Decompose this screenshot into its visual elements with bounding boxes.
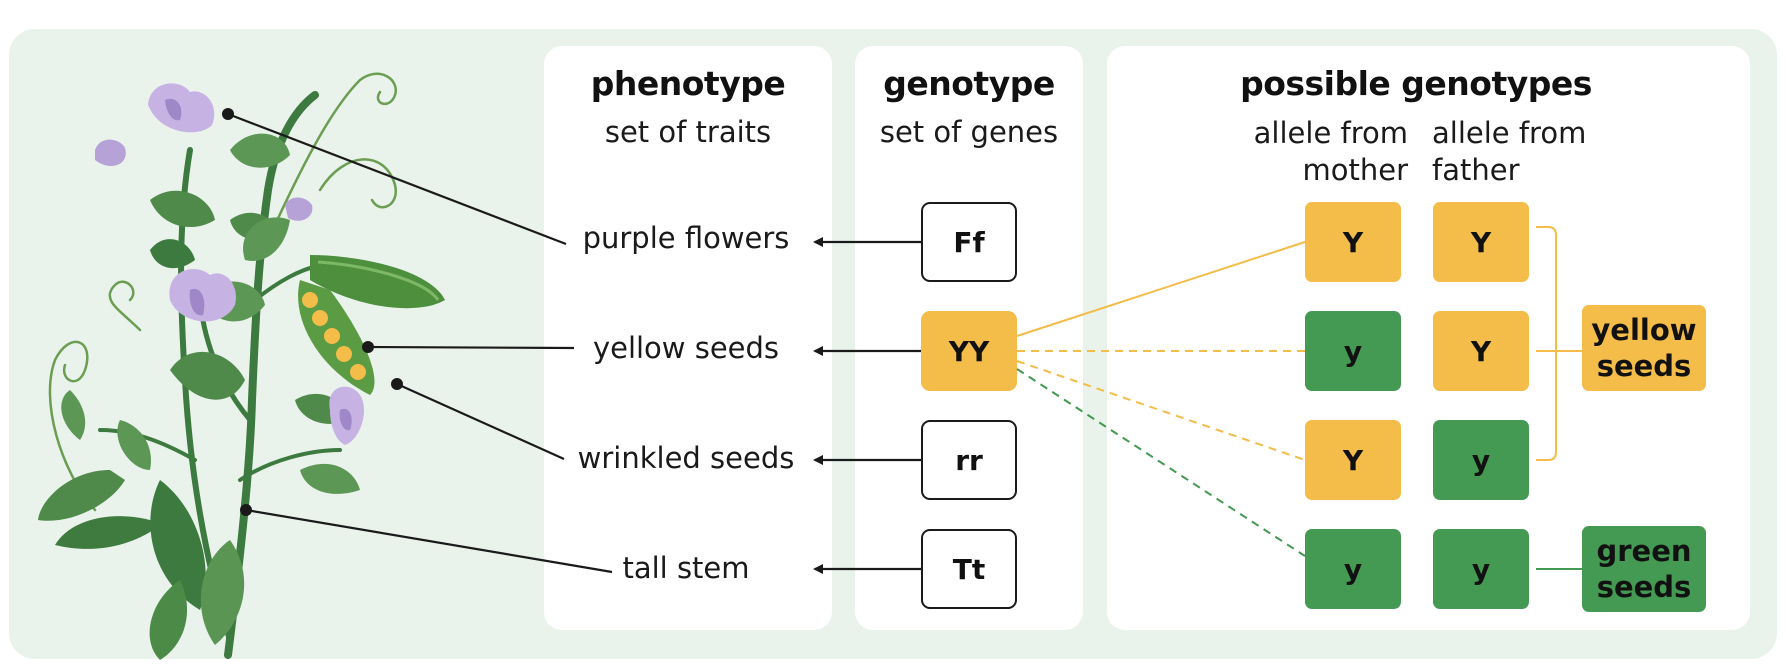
father-allele-row4: y xyxy=(1433,529,1529,609)
phenotype-title: phenotype xyxy=(590,64,786,103)
mother-allele-row2: y xyxy=(1305,311,1401,391)
result-yellow-seeds: yellow seeds xyxy=(1582,305,1706,391)
trait-wrinkled-seeds: wrinkled seeds xyxy=(577,441,795,475)
pea-seed xyxy=(302,292,318,308)
phenotype-panel xyxy=(544,46,832,630)
trait-tall-stem: tall stem xyxy=(622,551,750,585)
result-green-seeds: green seeds xyxy=(1582,526,1706,612)
phenotype-subtitle: set of traits xyxy=(604,115,772,149)
flowers xyxy=(95,83,365,445)
genotype-title: genotype xyxy=(883,64,1055,103)
yellow-bracket xyxy=(1536,226,1582,461)
mother-allele-row1: Y xyxy=(1305,202,1401,282)
father-allele-row1: Y xyxy=(1433,202,1529,282)
trait-yellow-seeds: yellow seeds xyxy=(592,331,780,365)
genotype-box-rr: rr xyxy=(921,420,1017,500)
possible-genotypes-title: possible genotypes xyxy=(1240,64,1592,103)
pea-seed xyxy=(336,346,352,362)
father-allele-row2: Y xyxy=(1433,311,1529,391)
allele-connectors xyxy=(1016,241,1306,557)
trait-pointer-lines xyxy=(227,112,613,574)
genotype-box-ff: Ff xyxy=(921,202,1017,282)
father-allele-row3: y xyxy=(1433,420,1529,500)
genotype-arrows xyxy=(813,237,921,574)
pea-seed xyxy=(324,328,340,344)
genotype-subtitle: set of genes xyxy=(879,115,1059,149)
mother-allele-row4: y xyxy=(1305,529,1401,609)
mother-allele-row3: Y xyxy=(1305,420,1401,500)
genotype-box-yy: YY xyxy=(921,311,1017,391)
trait-purple-flowers: purple flowers xyxy=(582,221,790,255)
pointer-dots xyxy=(222,108,403,516)
mother-allele-header: allele from mother xyxy=(1253,116,1408,187)
pea-pod xyxy=(298,255,445,395)
father-allele-header: allele from father xyxy=(1432,116,1587,187)
pea-seed xyxy=(312,310,328,326)
genotype-box-tt: Tt xyxy=(921,529,1017,609)
pea-seed xyxy=(350,364,366,380)
